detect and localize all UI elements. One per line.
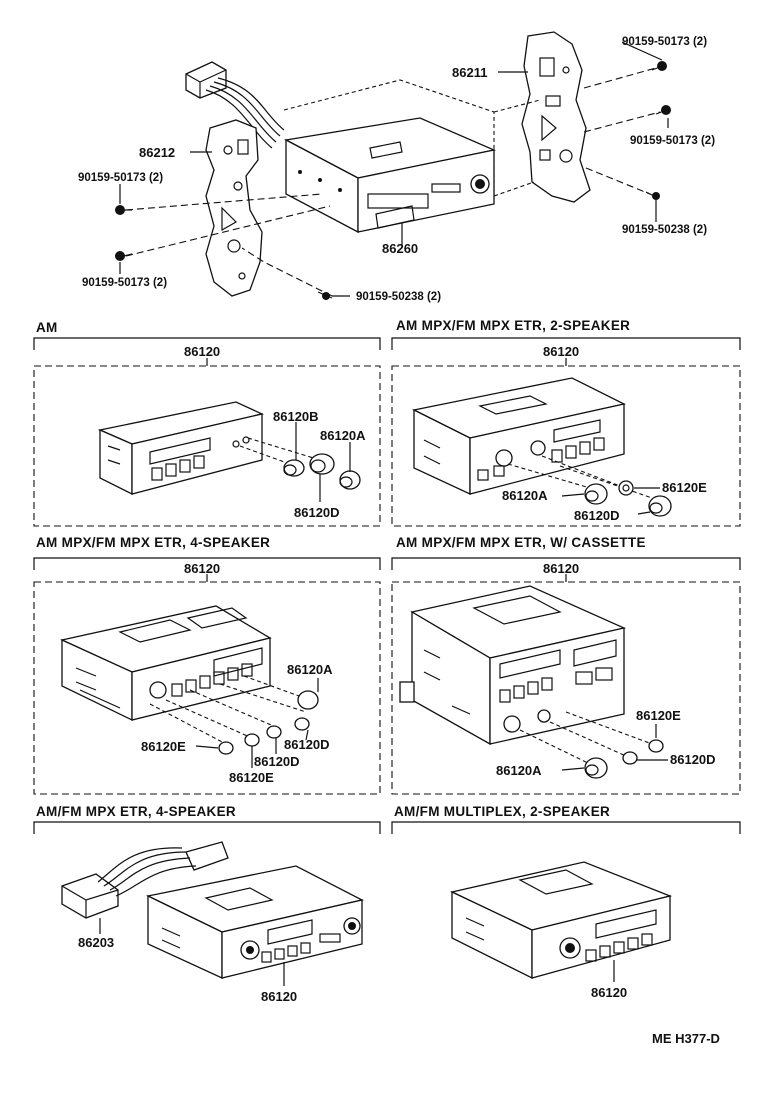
drawing-code: ME H377-D	[652, 1031, 720, 1046]
variant-panel-multiplex-2-speaker: AM/FM MULTIPLEX, 2-SPEAKER 86120	[391, 804, 741, 1000]
variant-title: AM/FM MULTIPLEX, 2-SPEAKER	[394, 804, 610, 819]
screw-icon	[115, 205, 132, 215]
screw-label-rt-2: 90159-50173 (2)	[630, 135, 715, 147]
screw-icon	[115, 251, 133, 261]
part-label: 86120D	[670, 752, 716, 767]
part-label: 86120B	[273, 409, 319, 424]
left-bracket-86212	[205, 119, 263, 297]
knob-icon	[584, 483, 608, 505]
screw-icon	[317, 291, 333, 300]
knob-icon	[294, 717, 310, 731]
assembly-label: 86120	[184, 344, 220, 359]
variant-title: AM	[36, 320, 58, 335]
screw-label-rt-3: 90159-50238 (2)	[622, 224, 707, 236]
variant-title: AM MPX/FM MPX ETR, 2-SPEAKER	[396, 318, 630, 333]
part-label: 86120A	[320, 428, 366, 443]
assembly-label: 86120	[591, 985, 627, 1000]
assembly-label: 86120	[543, 344, 579, 359]
part-label: 86120A	[496, 763, 542, 778]
part-label-86212: 86212	[139, 145, 175, 160]
knob-icon	[244, 733, 260, 747]
knob-icon	[339, 470, 361, 490]
screw-icon	[651, 61, 667, 71]
knob-icon	[309, 453, 335, 475]
part-label: 86120E	[636, 708, 681, 723]
variant-panel-mpx-2-speaker: AM MPX/FM MPX ETR, 2-SPEAKER 86120 86120…	[391, 318, 741, 527]
screw-label-lt-1: 90159-50173 (2)	[78, 172, 163, 184]
screw-label-lt-2: 90159-50173 (2)	[82, 277, 167, 289]
knob-icon	[622, 751, 638, 765]
knob-icon	[266, 725, 282, 739]
knob-icon	[648, 495, 672, 517]
knob-icon	[297, 690, 319, 710]
part-label: 86203	[78, 935, 114, 950]
part-label: 86120A	[287, 662, 333, 677]
variant-panel-mpx-4-speaker: AM MPX/FM MPX ETR, 4-SPEAKER 86120 86120…	[33, 535, 381, 795]
wire-harness-86203	[61, 841, 229, 919]
part-label: 86120D	[284, 737, 330, 752]
knob-icon	[218, 741, 234, 755]
wire-harness	[185, 61, 285, 149]
top-assembly: 86211 86212 86260 90159-50173 (2) 90159-…	[78, 31, 715, 303]
screw-label-lt-3: 90159-50238 (2)	[356, 291, 441, 303]
right-bracket-86211	[521, 31, 591, 203]
variant-title: AM MPX/FM MPX ETR, 4-SPEAKER	[36, 535, 270, 550]
knob-icon	[283, 459, 305, 477]
variant-title: AM/FM MPX ETR, 4-SPEAKER	[36, 804, 236, 819]
variant-panel-am: AM 86120 86120B 86120A 86120D	[33, 320, 381, 527]
part-label: 86120D	[574, 508, 620, 523]
screw-icon	[655, 105, 671, 115]
variant-title: AM MPX/FM MPX ETR, W/ CASSETTE	[396, 535, 646, 550]
part-label: 86120D	[294, 505, 340, 520]
ring-icon	[618, 480, 634, 496]
screw-icon	[645, 191, 660, 200]
assembly-label: 86120	[261, 989, 297, 1004]
part-label-86211: 86211	[452, 65, 487, 80]
part-label: 86120E	[662, 480, 707, 495]
knob-icon	[584, 757, 608, 779]
part-label: 86120E	[229, 770, 274, 785]
part-label: 86120A	[502, 488, 548, 503]
screw-label-rt-1: 90159-50173 (2)	[622, 36, 707, 48]
radio-unit-86260	[283, 79, 497, 236]
knob-icon	[648, 739, 664, 753]
variant-panel-amfm-4-speaker: AM/FM MPX ETR, 4-SPEAKER 86203 86120	[33, 804, 381, 1004]
variant-panel-cassette: AM MPX/FM MPX ETR, W/ CASSETTE 86120 861…	[391, 535, 741, 795]
part-label-86260: 86260	[382, 241, 418, 256]
part-label: 86120E	[141, 739, 186, 754]
part-label: 86120D	[254, 754, 300, 769]
assembly-label: 86120	[184, 561, 220, 576]
assembly-label: 86120	[543, 561, 579, 576]
